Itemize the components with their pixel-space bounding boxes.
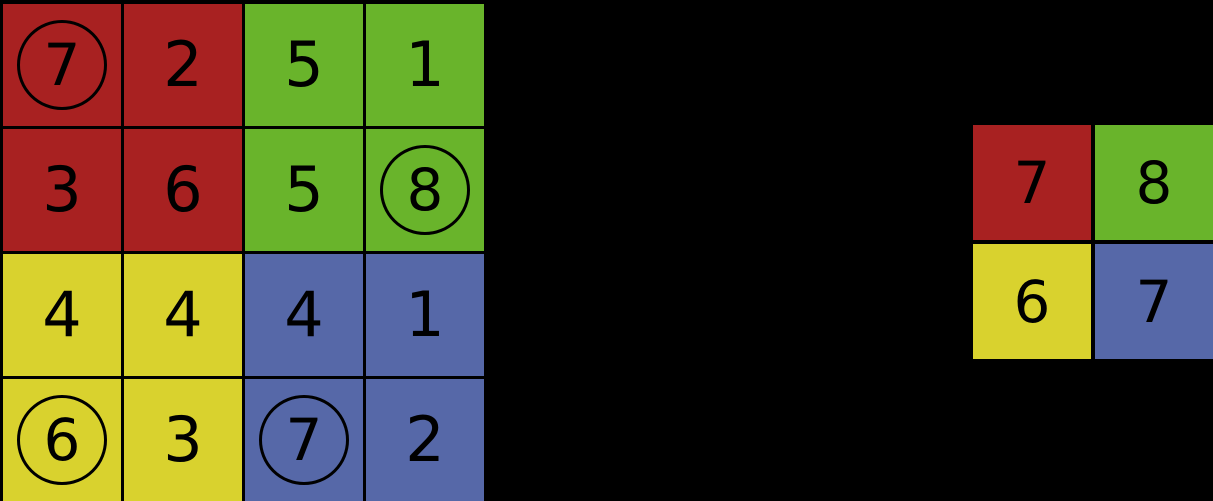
left-grid-cell-value: 7 — [43, 31, 81, 99]
right-number-grid[interactable]: 7 8 6 7 — [970, 122, 1213, 362]
left-grid-cell-r4c1[interactable]: 6 — [3, 379, 121, 501]
left-grid-cell-value: 1 — [405, 28, 445, 101]
left-grid-cell-value: 3 — [42, 153, 82, 226]
left-grid-cell-r1c2[interactable]: 2 — [124, 4, 242, 126]
right-grid-cell-value: 6 — [1013, 267, 1051, 336]
left-grid-cell-value: 1 — [405, 278, 445, 351]
left-grid-cell-r1c4[interactable]: 1 — [366, 4, 484, 126]
left-grid-cell-r3c2[interactable]: 4 — [124, 254, 242, 376]
left-number-grid[interactable]: 7 2 5 1 3 6 5 8 4 4 4 1 6 3 7 2 — [0, 0, 487, 501]
left-grid-cell-value: 5 — [284, 28, 324, 101]
left-grid-cell-r2c1[interactable]: 3 — [3, 129, 121, 251]
left-grid-cell-r4c2[interactable]: 3 — [124, 379, 242, 501]
right-grid-cell-value: 7 — [1135, 267, 1173, 336]
left-grid-cell-r1c1[interactable]: 7 — [3, 4, 121, 126]
left-grid-cell-r3c4[interactable]: 1 — [366, 254, 484, 376]
left-grid-cell-value: 2 — [405, 403, 445, 476]
left-grid-cell-r4c4[interactable]: 2 — [366, 379, 484, 501]
right-grid-cell-value: 8 — [1135, 148, 1173, 217]
left-grid-cell-r4c3[interactable]: 7 — [245, 379, 363, 501]
right-grid-cell-r2c2[interactable]: 7 — [1095, 244, 1213, 359]
left-grid-cell-value: 2 — [163, 28, 203, 101]
left-grid-cell-r2c4[interactable]: 8 — [366, 129, 484, 251]
left-grid-cell-r3c1[interactable]: 4 — [3, 254, 121, 376]
right-grid-cell-r1c2[interactable]: 8 — [1095, 125, 1213, 240]
left-grid-cell-r1c3[interactable]: 5 — [245, 4, 363, 126]
left-grid-cell-value: 8 — [406, 156, 444, 224]
left-grid-cell-r2c2[interactable]: 6 — [124, 129, 242, 251]
left-grid-cell-value: 6 — [163, 153, 203, 226]
right-grid-cell-r1c1[interactable]: 7 — [973, 125, 1091, 240]
right-grid-cell-r2c1[interactable]: 6 — [973, 244, 1091, 359]
left-grid-cell-value: 5 — [284, 153, 324, 226]
left-grid-cell-value: 3 — [163, 403, 203, 476]
left-grid-cell-value: 4 — [284, 278, 324, 351]
left-grid-cell-r3c3[interactable]: 4 — [245, 254, 363, 376]
left-grid-cell-r2c3[interactable]: 5 — [245, 129, 363, 251]
left-grid-cell-value: 4 — [42, 278, 82, 351]
left-grid-cell-value: 6 — [43, 406, 81, 474]
right-grid-cell-value: 7 — [1013, 148, 1051, 217]
left-grid-cell-value: 7 — [285, 406, 323, 474]
left-grid-cell-value: 4 — [163, 278, 203, 351]
